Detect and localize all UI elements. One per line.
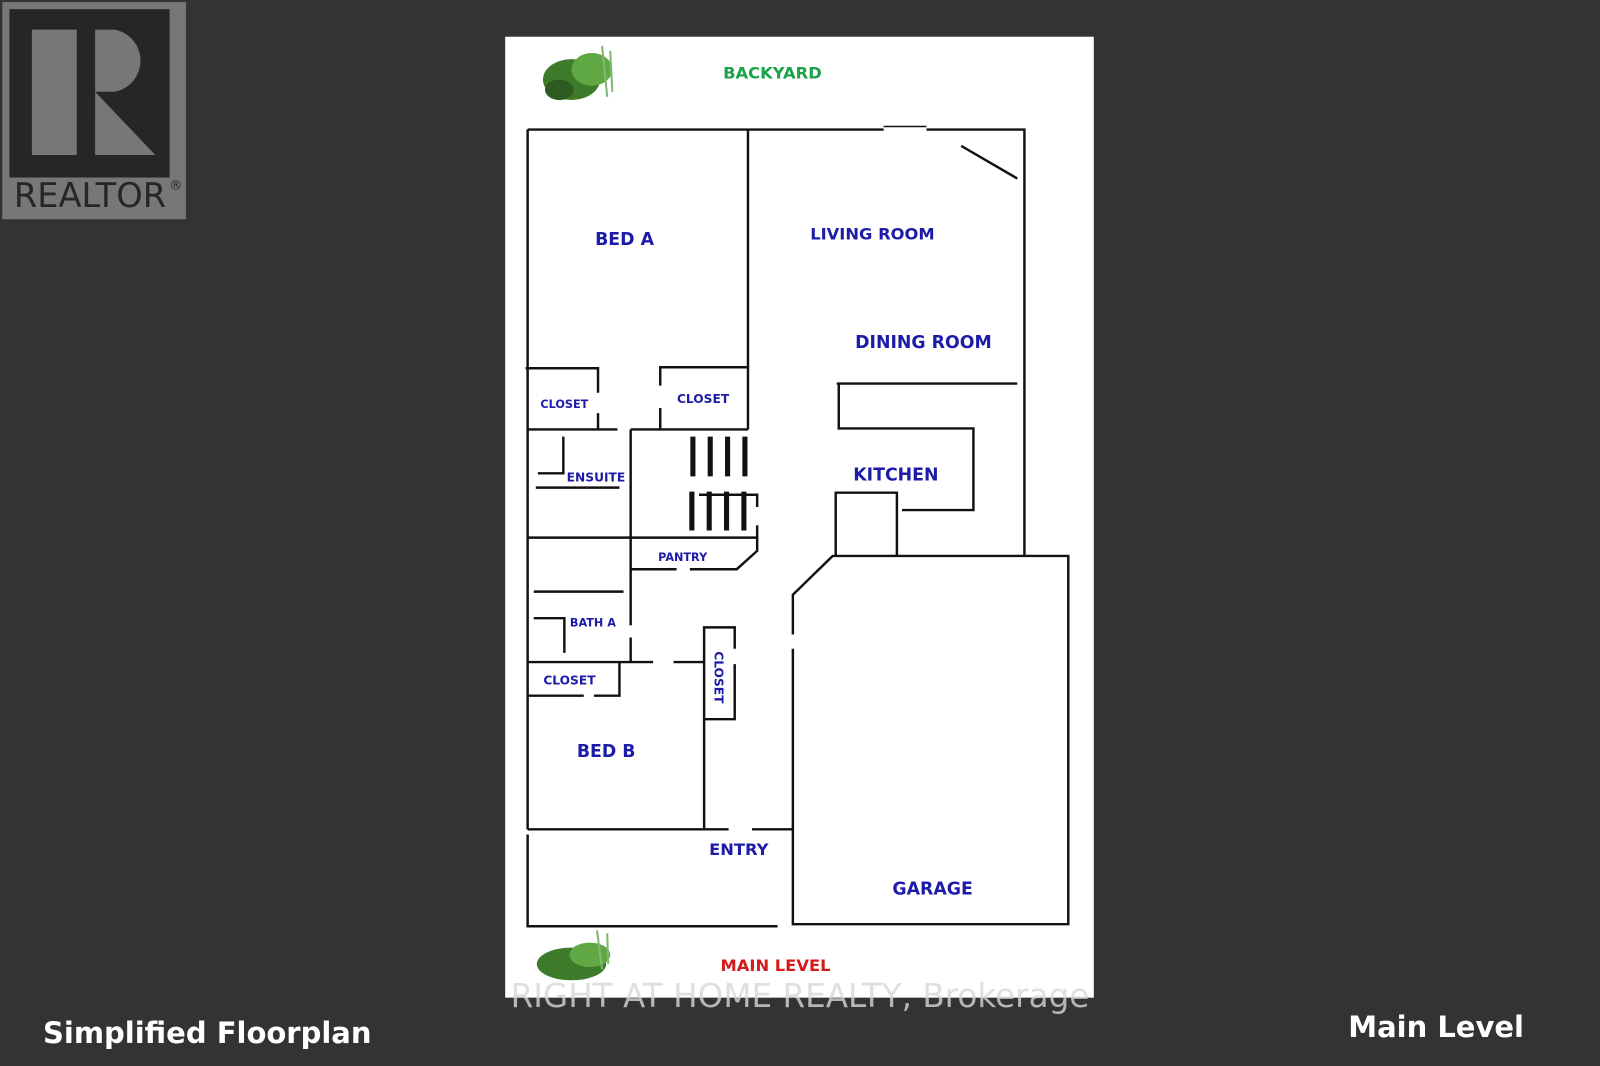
watermark: RIGHT AT HOME REALTY, Brokerage <box>511 977 1090 1015</box>
plant-icon <box>536 930 611 981</box>
footer-right-caption: Main Level <box>1348 1010 1524 1044</box>
main-level-label: MAIN LEVEL <box>721 956 831 975</box>
stairs <box>689 436 748 531</box>
floorplan-sheet <box>505 36 1094 998</box>
room-living-room: LIVING ROOM <box>810 225 934 244</box>
room-entry: ENTRY <box>709 840 769 859</box>
svg-text:®: ® <box>169 179 182 194</box>
room-closet: CLOSET <box>540 398 588 411</box>
room-kitchen: KITCHEN <box>853 465 938 485</box>
room-bed-b: BED B <box>577 742 636 762</box>
room-bed-a: BED A <box>595 230 654 250</box>
realtor-logo: REALTOR ® <box>2 2 186 220</box>
realtor-logo-text: REALTOR <box>14 176 166 215</box>
plant-icon <box>542 45 614 100</box>
room-ensuite: ENSUITE <box>567 470 626 484</box>
footer-left-caption: Simplified Floorplan <box>43 1016 372 1050</box>
room-closet: CLOSET <box>677 392 730 406</box>
floorplan-walls <box>525 125 1070 928</box>
room-garage: GARAGE <box>892 880 972 900</box>
room-closet: CLOSET <box>711 651 725 704</box>
room-bath-a: BATH A <box>570 616 616 629</box>
room-closet: CLOSET <box>543 673 596 687</box>
room-pantry: PANTRY <box>658 551 708 564</box>
backyard-label: BACKYARD <box>723 64 822 83</box>
room-dining-room: DINING ROOM <box>855 333 992 353</box>
